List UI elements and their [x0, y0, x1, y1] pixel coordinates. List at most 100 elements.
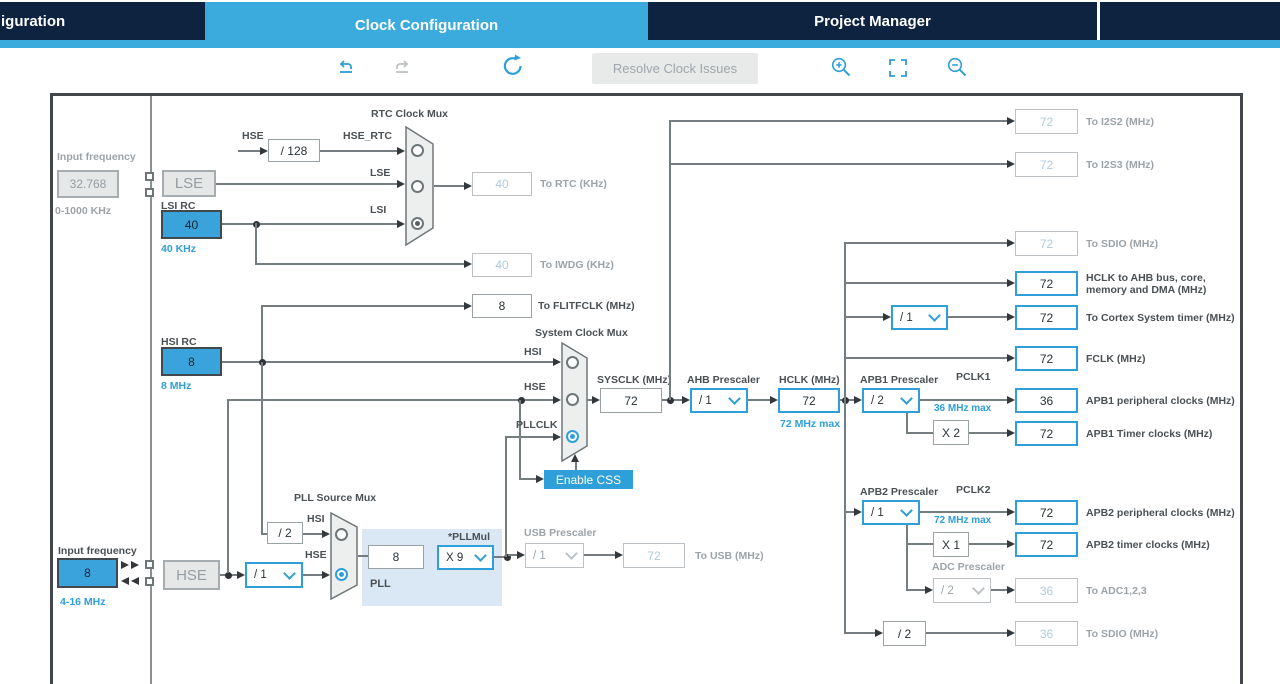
wire — [238, 150, 260, 152]
hse-input-frequency-box[interactable]: 8 — [57, 558, 118, 588]
to-sdio-value-box: 72 — [1015, 231, 1078, 256]
undo-icon[interactable] — [338, 57, 356, 79]
sysmux-radio-hse[interactable] — [566, 393, 579, 406]
chevron-down-icon — [900, 392, 913, 405]
sdio-div2-value: / 2 — [897, 626, 912, 641]
apb2-prescaler-dropdown[interactable]: / 1 — [862, 500, 920, 525]
wire — [991, 589, 1007, 591]
arrowhead — [121, 577, 129, 585]
tab-extra[interactable] — [1100, 2, 1280, 40]
wire — [948, 316, 1007, 318]
wire — [844, 316, 883, 318]
refresh-icon[interactable] — [500, 53, 526, 84]
output-value: 72 — [1039, 537, 1054, 552]
hsi-freq-label: 8 MHz — [161, 380, 192, 392]
hclk-value: 72 — [802, 393, 816, 408]
chevron-down-icon — [972, 582, 985, 595]
enable-css-button[interactable]: Enable CSS — [544, 470, 633, 489]
clock-source-bus-line — [150, 96, 152, 684]
hse-input-value: 8 — [84, 566, 91, 580]
div128-value: / 128 — [280, 143, 308, 158]
output-value: 36 — [1039, 583, 1054, 598]
arrowhead — [260, 146, 268, 155]
apb1-timer-label: APB1 Timer clocks (MHz) — [1086, 428, 1213, 440]
wire — [969, 432, 1007, 434]
apb2-mult-value: X 1 — [941, 537, 960, 552]
apb1-prescaler-value: / 2 — [871, 394, 884, 407]
pll-label: PLL — [370, 578, 391, 590]
tab-label: Clock Configuration — [354, 16, 499, 34]
arrowhead — [592, 395, 600, 404]
pclk1-max-label: 36 MHz max — [934, 403, 992, 414]
rtc-mux-radio-hse[interactable] — [411, 144, 424, 157]
apb1-mult-value: X 2 — [941, 425, 960, 440]
zoom-in-icon[interactable] — [830, 56, 852, 83]
wire — [216, 183, 398, 185]
arrowhead — [1007, 585, 1015, 594]
apb1-prescaler-label: APB1 Prescaler — [860, 374, 939, 386]
hsi-value: 8 — [188, 354, 195, 369]
wire — [227, 399, 229, 573]
hclk-value-box[interactable]: 72 — [778, 388, 840, 413]
arrowhead — [464, 301, 472, 310]
pllmul-dropdown[interactable]: X 9 — [437, 545, 494, 570]
lse-oscillator-box: LSE — [162, 170, 216, 197]
adc-prescaler-label: ADC Prescaler — [932, 561, 1005, 573]
hsi-rc-box[interactable]: 8 — [161, 347, 222, 376]
pll-mux-hsi-label: HSI — [307, 513, 325, 525]
cortex-timer-value-box[interactable]: 72 — [1015, 305, 1078, 330]
lsi-rc-box[interactable]: 40 — [161, 210, 222, 239]
sysmux-radio-hsi[interactable] — [566, 356, 579, 369]
fullscreen-icon[interactable] — [888, 58, 908, 83]
sysmux-radio-pllclk[interactable] — [566, 430, 579, 443]
rtc-lsi-input-label: LSI — [370, 204, 387, 216]
wire — [920, 399, 1007, 401]
osc32-range-label: 0-1000 KHz — [55, 205, 112, 217]
apb2-peripheral-value-box[interactable]: 72 — [1015, 500, 1078, 525]
cortex-prescaler-value: / 1 — [900, 311, 913, 324]
arrowhead — [1007, 428, 1015, 437]
output-value: 72 — [1039, 114, 1054, 129]
zoom-out-icon[interactable] — [946, 56, 968, 83]
arrowhead — [1007, 539, 1015, 548]
tab-project-manager[interactable]: Project Manager — [648, 2, 1097, 40]
to-sdio2-label: To SDIO (MHz) — [1086, 628, 1159, 640]
tab-pinout-configuration[interactable]: iguration — [0, 2, 205, 40]
to-adc-value-box: 36 — [1015, 578, 1078, 603]
apb1-prescaler-dropdown[interactable]: / 2 — [862, 388, 920, 413]
wire — [844, 357, 1007, 359]
to-rtc-value: 40 — [495, 177, 509, 191]
lsi-value: 40 — [184, 217, 199, 232]
apb2-timer-label: APB2 timer clocks (MHz) — [1086, 539, 1210, 551]
apb1-timer-value-box[interactable]: 72 — [1015, 421, 1078, 446]
rtc-mux-radio-lse[interactable] — [411, 180, 424, 193]
hse-prediv-dropdown[interactable]: / 1 — [245, 562, 303, 588]
cortex-prescaler-dropdown[interactable]: / 1 — [891, 305, 948, 330]
arrowhead — [1007, 353, 1015, 362]
rtc-mux-radio-lsi[interactable] — [411, 217, 424, 230]
resolve-clock-issues-button[interactable]: Resolve Clock Issues — [592, 53, 758, 84]
hclk-ahb-value-box[interactable]: 72 — [1015, 271, 1078, 296]
pll-mux-radio-hsi[interactable] — [335, 528, 348, 541]
arrowhead — [517, 550, 525, 559]
chevron-down-icon — [283, 566, 296, 580]
sysmux-hsi-label: HSI — [524, 346, 542, 358]
apb1-peripheral-value-box[interactable]: 36 — [1015, 388, 1078, 413]
to-sdio-label: To SDIO (MHz) — [1086, 238, 1159, 250]
chevron-down-icon — [728, 392, 741, 405]
to-usb-value-box: 72 — [623, 543, 685, 568]
apb2-timer-value-box[interactable]: 72 — [1015, 532, 1078, 557]
redo-icon[interactable] — [393, 57, 411, 79]
adc-prescaler-dropdown: / 2 — [933, 578, 991, 603]
fclk-value-box[interactable]: 72 — [1015, 346, 1078, 371]
osc32-value: 32.768 — [69, 177, 107, 191]
ahb-prescaler-dropdown[interactable]: / 1 — [690, 388, 748, 413]
wire — [748, 399, 770, 401]
arrowhead — [131, 577, 139, 585]
tab-clock-configuration[interactable]: Clock Configuration — [205, 2, 648, 48]
pll-mux-radio-hse[interactable] — [335, 568, 348, 581]
hse-oscillator-box: HSE — [163, 560, 220, 590]
hclk-ahb-label: HCLK to AHB bus, core, memory and DMA (M… — [1086, 272, 1207, 296]
arrowhead — [854, 395, 862, 404]
arrowhead — [1007, 278, 1015, 287]
